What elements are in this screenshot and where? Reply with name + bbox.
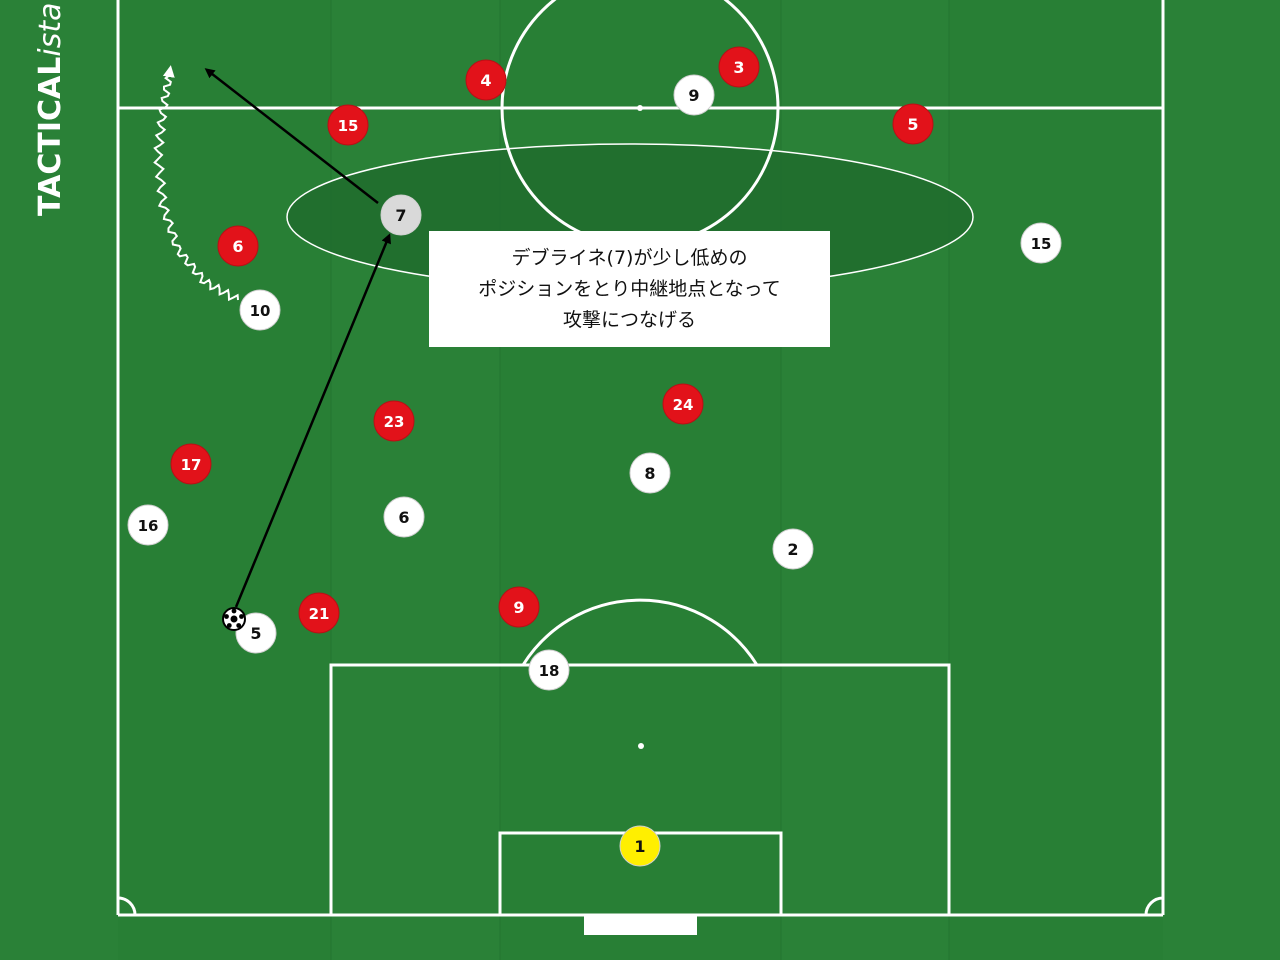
player-circle [662, 383, 704, 425]
player-marker: 23 [373, 400, 415, 442]
players-layer: 4 3 15 5 6 23 24 17 21 9 9 7 15 10 8 16 6 2 5 18 1 [127, 46, 1062, 867]
player-circle [498, 586, 540, 628]
player-marker: 21 [298, 592, 340, 634]
player-number: 7 [395, 206, 406, 225]
player-number: 8 [644, 464, 655, 483]
player-circle [127, 504, 169, 546]
player-circle [327, 104, 369, 146]
player-circle [380, 194, 422, 236]
player-number: 6 [232, 237, 243, 256]
callout-line: 攻撃につなげる [562, 308, 696, 331]
player-number: 9 [513, 598, 524, 617]
player-number: 3 [733, 58, 744, 77]
player-marker: 16 [127, 504, 169, 546]
player-circle [619, 825, 661, 867]
player-circle [528, 649, 570, 691]
goal [584, 915, 697, 935]
player-marker: 15 [1020, 222, 1062, 264]
callout-line: デブライネ(7)が少し低めの [511, 246, 748, 269]
player-marker: 6 [383, 496, 425, 538]
player-number: 9 [688, 86, 699, 105]
player-circle [1020, 222, 1062, 264]
player-circle [298, 592, 340, 634]
player-number: 24 [673, 396, 694, 414]
player-marker: 17 [170, 443, 212, 485]
pass-arrow-icon [234, 233, 391, 608]
player-number: 15 [338, 117, 359, 135]
player-marker: 18 [528, 649, 570, 691]
player-circle [465, 59, 507, 101]
player-number: 17 [181, 456, 202, 474]
soccer-ball-icon [222, 607, 246, 631]
player-marker: 7 [380, 194, 422, 236]
player-number: 10 [250, 302, 271, 320]
player-marker: 3 [718, 46, 760, 88]
player-circle [718, 46, 760, 88]
player-number: 1 [634, 837, 645, 856]
player-number: 18 [539, 662, 560, 680]
player-circle [217, 225, 259, 267]
player-circle [629, 452, 671, 494]
player-marker: 6 [217, 225, 259, 267]
player-marker: 5 [892, 103, 934, 145]
player-marker: 2 [772, 528, 814, 570]
player-marker: 9 [673, 74, 715, 116]
player-number: 2 [787, 540, 798, 559]
player-circle [235, 612, 277, 654]
penalty-spot [638, 743, 644, 749]
player-marker: 24 [662, 383, 704, 425]
callout-line: ポジションをとり中継地点となって [478, 277, 781, 300]
player-number: 6 [398, 508, 409, 527]
player-marker: 5 [235, 612, 277, 654]
player-circle [772, 528, 814, 570]
player-number: 5 [907, 115, 918, 134]
player-marker: 9 [498, 586, 540, 628]
player-circle [239, 289, 281, 331]
player-number: 23 [384, 413, 405, 431]
player-circle [383, 496, 425, 538]
player-number: 16 [138, 517, 159, 535]
player-marker: 10 [239, 289, 281, 331]
player-circle [673, 74, 715, 116]
pass-arrow-icon [204, 68, 379, 204]
player-marker: 4 [465, 59, 507, 101]
player-number: 4 [480, 71, 491, 90]
player-number: 15 [1031, 235, 1052, 253]
brand-part2: ista [33, 2, 68, 57]
brand-logo: TACTICALista [33, 2, 68, 216]
player-marker: 15 [327, 104, 369, 146]
player-circle [373, 400, 415, 442]
player-number: 5 [250, 624, 261, 643]
player-marker: 1 [619, 825, 661, 867]
player-circle [170, 443, 212, 485]
player-number: 21 [309, 605, 330, 623]
dribble-run-arrow-icon [153, 65, 239, 302]
player-circle [892, 103, 934, 145]
center-spot [637, 105, 643, 111]
player-marker: 8 [629, 452, 671, 494]
callout-box: デブライネ(7)が少し低めの ポジションをとり中継地点となって 攻撃につなげる [429, 231, 830, 347]
brand-part1: TACTICAL [33, 56, 68, 216]
